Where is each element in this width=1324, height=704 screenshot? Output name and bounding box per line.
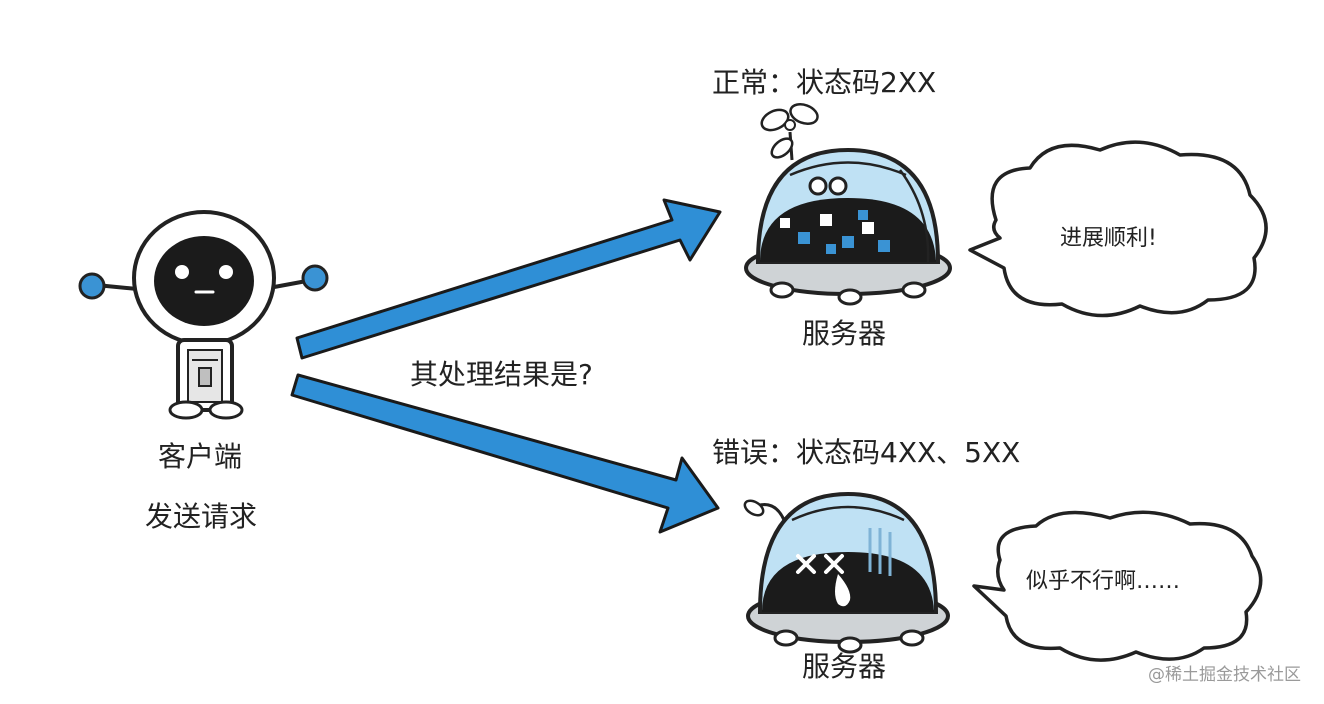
- client-robot-icon: [78, 210, 329, 420]
- error-status-label: 错误：状态码4XX、5XX: [712, 436, 1020, 469]
- question-label: 其处理结果是?: [410, 358, 593, 391]
- success-status-label: 正常：状态码2XX: [712, 66, 936, 99]
- success-server-label: 服务器: [802, 317, 886, 350]
- error-speech-bubble: 似乎不行啊……: [972, 510, 1263, 662]
- error-server-label: 服务器: [802, 650, 886, 683]
- arrow-to-error-icon: [290, 373, 720, 534]
- client-action-label: 发送请求: [145, 500, 257, 533]
- arrow-to-success-icon: [295, 198, 722, 360]
- error-speech-text: 似乎不行啊……: [1026, 569, 1180, 594]
- success-speech-text: 进展顺利!: [1060, 226, 1157, 251]
- watermark: @稀土掘金技术社区: [1148, 665, 1301, 685]
- success-server-robot-icon: [744, 103, 952, 306]
- client-label: 客户端: [158, 440, 242, 473]
- success-speech-bubble: 进展顺利!: [968, 140, 1268, 318]
- error-server-robot-icon: [743, 491, 950, 654]
